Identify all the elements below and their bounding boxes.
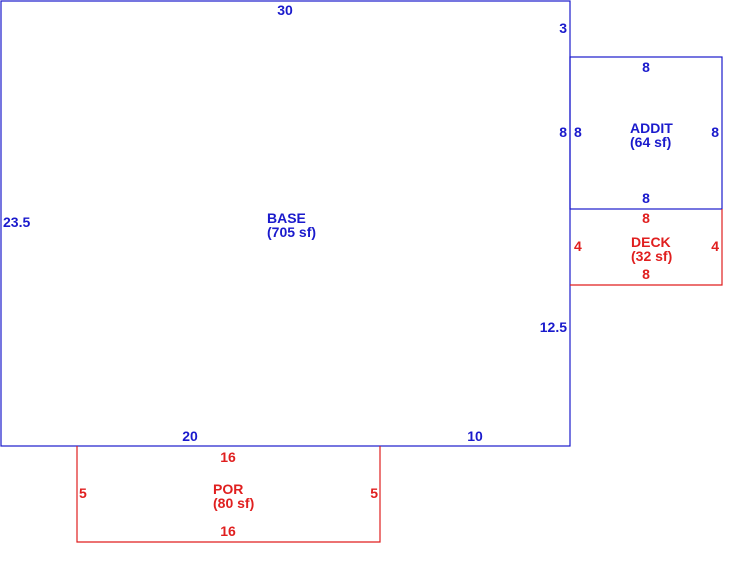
base-top-dimension: 30 xyxy=(277,2,293,18)
por-bottom-dimension: 16 xyxy=(220,523,236,539)
addit-name-label: ADDIT xyxy=(630,120,673,136)
por-area: POR (80 sf) 16 16 5 5 xyxy=(76,446,381,543)
por-left-dimension: 5 xyxy=(79,485,87,501)
addit-left-inner-dimension: 8 xyxy=(574,124,582,140)
addit-left-outer-dimension: 8 xyxy=(559,124,567,140)
por-right-dimension: 5 xyxy=(370,485,378,501)
addit-outline xyxy=(569,56,723,210)
base-right-upper-dimension: 3 xyxy=(559,20,567,36)
por-outline xyxy=(76,446,381,543)
addit-area-label: (64 sf) xyxy=(630,134,671,150)
deck-left-dimension: 4 xyxy=(574,238,582,254)
base-bottom-left-dimension: 20 xyxy=(182,428,198,444)
base-area-label: (705 sf) xyxy=(267,224,316,240)
base-name-label: BASE xyxy=(267,210,306,226)
addit-right-dimension: 8 xyxy=(711,124,719,140)
deck-bottom-dimension: 8 xyxy=(642,266,650,282)
base-outline xyxy=(0,0,571,447)
deck-area: DECK (32 sf) 8 8 4 4 xyxy=(570,209,723,286)
addit-bottom-dimension: 8 xyxy=(642,190,650,206)
por-top-dimension: 16 xyxy=(220,449,236,465)
base-right-lower-dimension: 12.5 xyxy=(540,319,567,335)
por-name-label: POR xyxy=(213,481,243,497)
deck-area-label: (32 sf) xyxy=(631,248,672,264)
base-bottom-right-dimension: 10 xyxy=(467,428,483,444)
deck-right-dimension: 4 xyxy=(711,238,719,254)
base-left-dimension: 23.5 xyxy=(3,214,30,230)
por-area-label: (80 sf) xyxy=(213,495,254,511)
deck-name-label: DECK xyxy=(631,234,671,250)
deck-top-dimension: 8 xyxy=(642,210,650,226)
addit-area: ADDIT (64 sf) 8 8 8 8 8 xyxy=(559,56,723,210)
deck-outline xyxy=(570,209,723,286)
base-area: BASE (705 sf) 30 23.5 3 12.5 20 10 xyxy=(0,0,571,447)
addit-top-dimension: 8 xyxy=(642,59,650,75)
